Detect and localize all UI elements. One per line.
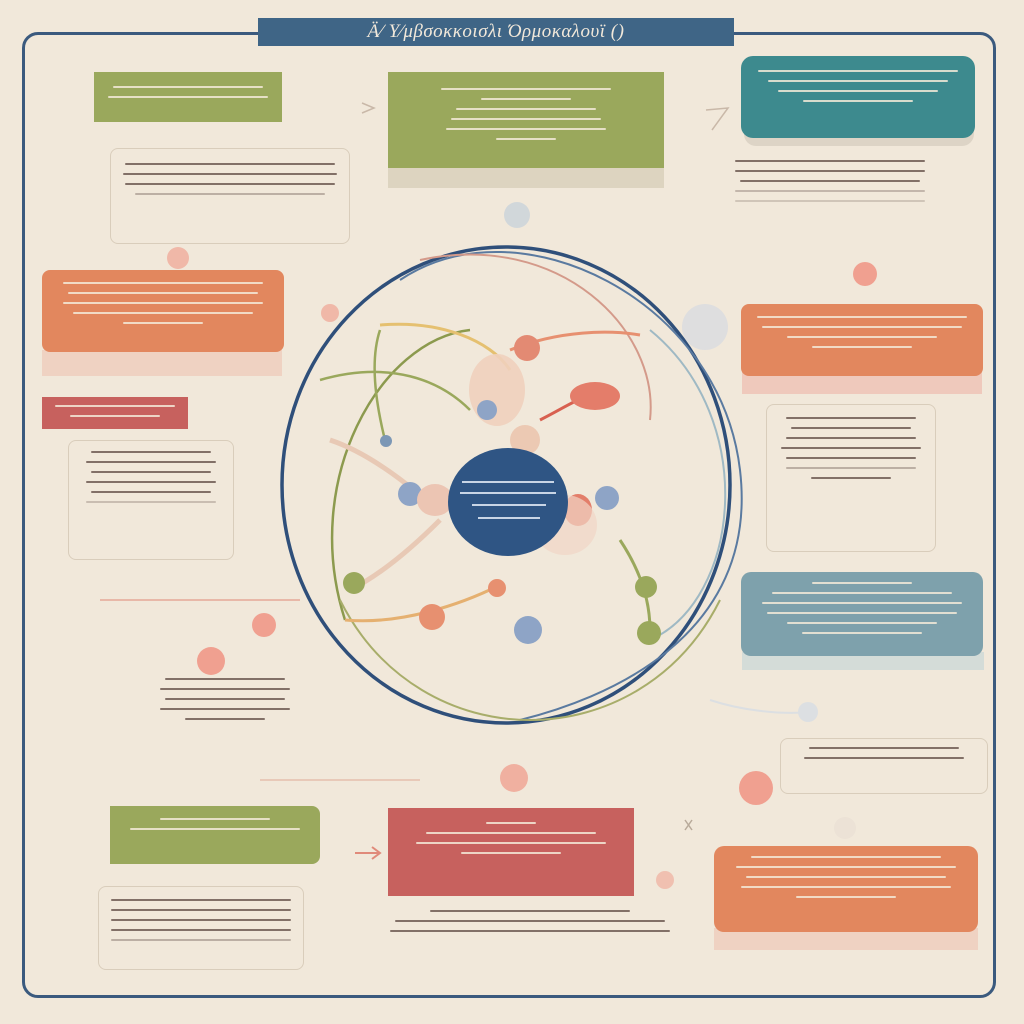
connector-dot [834, 817, 856, 839]
page-title: Ä∕ Υ∕μβσοκκοισλι Όρμοκαλουϊ () [367, 21, 625, 42]
olive-box-top-center [388, 72, 664, 168]
orbit-arc-olive [330, 328, 471, 621]
box-shadow [742, 652, 984, 670]
connector-dot [656, 871, 674, 889]
text-panel-top-right [730, 156, 930, 246]
arrow-icon [355, 846, 382, 860]
connector-dot [469, 354, 525, 426]
connector-dot [500, 764, 528, 792]
connector-dot [739, 771, 773, 805]
connector-dot [417, 484, 453, 516]
red-label-left [42, 397, 188, 429]
slate-box-right [741, 572, 983, 656]
arrow-icon [705, 107, 730, 131]
connector-dot [570, 382, 620, 410]
connector-dot [343, 572, 365, 594]
text-panel-left [68, 440, 234, 560]
connector-dot [510, 425, 540, 455]
text-panel-bottom-left [98, 886, 304, 970]
connector-dot [853, 262, 877, 286]
box-shadow [742, 372, 982, 394]
text-panel-bottom-center [380, 906, 680, 956]
text-panel-top-left [110, 148, 350, 244]
connector-dot [419, 604, 445, 630]
orbit-arc-red [419, 253, 652, 421]
orange-box-right [741, 304, 983, 376]
orbit-arc-teal [649, 329, 727, 641]
connector-dot [514, 616, 542, 644]
orange-box-bottom-right [714, 846, 978, 932]
orbit-arc-green [339, 599, 721, 721]
orbit-arc-blue [399, 251, 743, 721]
arrow-icon [361, 102, 376, 114]
spoke-3 [319, 370, 471, 411]
spoke-9 [373, 329, 387, 441]
connector-dot [635, 576, 657, 598]
title-bar: Ä∕ Υ∕μβσοκκοισλι Όρμοκαλουϊ () [258, 18, 734, 46]
outer-orbit [280, 245, 732, 725]
connector-dot [514, 335, 540, 361]
connector-dot [321, 304, 339, 322]
olive-box-top-left [94, 72, 282, 122]
box-shadow [42, 350, 282, 376]
connector-dot [595, 486, 619, 510]
box-shadow [714, 928, 978, 950]
text-panel-right [766, 404, 936, 552]
connector-line [709, 699, 811, 714]
orange-box-left [42, 270, 284, 352]
arrow-icon [684, 819, 693, 831]
text-panel-lower-right [780, 738, 988, 794]
text-panel-lower-left [150, 672, 300, 752]
connector-dot [637, 621, 661, 645]
connector-dot [477, 400, 497, 420]
teal-box-top-right [741, 56, 975, 138]
connector-dot [380, 435, 392, 447]
connector-dot [197, 647, 225, 675]
connector-dot [167, 247, 189, 269]
connector-dot [488, 579, 506, 597]
center-node [448, 448, 568, 556]
red-box-bottom-center [388, 808, 634, 896]
connector-dot [682, 304, 728, 350]
box-shadow [388, 166, 664, 188]
connector-dot [504, 202, 530, 228]
olive-box-bottom-left [110, 806, 320, 864]
connector-dot [398, 482, 422, 506]
connector-dot [252, 613, 276, 637]
